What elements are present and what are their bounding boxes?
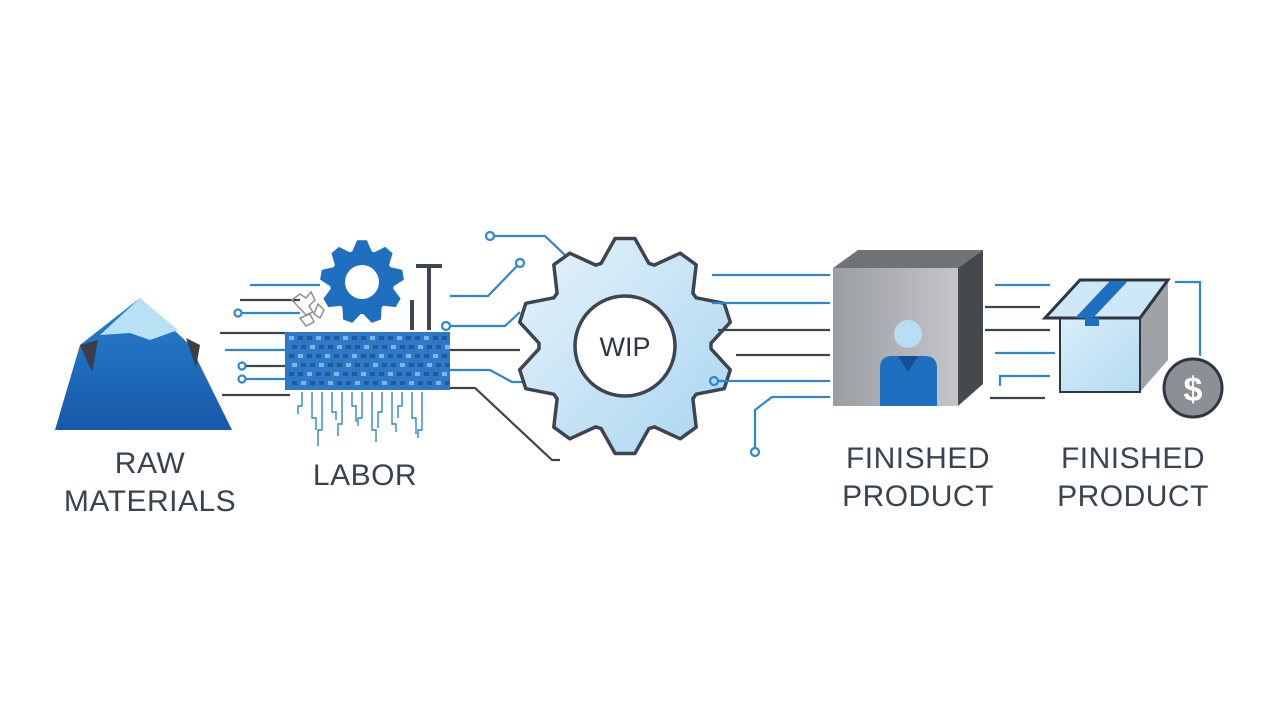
- finished-product-2-line-1: FINISHED: [1060, 442, 1205, 475]
- labor-circuit-block: [285, 332, 450, 446]
- raw-materials-label-line-1: RAW: [114, 447, 186, 480]
- finished-product-label-2: FINISHED PRODUCT: [1023, 440, 1243, 516]
- mountain-icon: [55, 298, 232, 430]
- labor-label: LABOR: [290, 457, 440, 495]
- product-connectors: [985, 280, 1202, 400]
- wip-gear-icon: WIP: [517, 236, 733, 456]
- raw-materials-label-line-2: MATERIALS: [63, 485, 237, 518]
- wip-to-product-connectors: [708, 273, 830, 458]
- finished-product-2-line-2: PRODUCT: [1057, 480, 1209, 513]
- finished-product-1-line-1: FINISHED: [845, 442, 990, 475]
- box-dollar-icon: $: [1041, 278, 1226, 421]
- labor-label-line-1: LABOR: [312, 459, 418, 492]
- finished-product-label-1: FINISHED PRODUCT: [808, 440, 1028, 516]
- dollar-icon: $: [1184, 371, 1203, 409]
- finished-product-1-line-2: PRODUCT: [842, 480, 994, 513]
- labor-gear-icon: [290, 240, 442, 330]
- labor-circuit-lines: [220, 283, 320, 397]
- wip-label: WIP: [600, 332, 651, 362]
- raw-materials-label: RAW MATERIALS: [40, 445, 260, 521]
- cube-person-icon: [833, 250, 983, 406]
- labor-to-wip-connectors: [440, 230, 569, 462]
